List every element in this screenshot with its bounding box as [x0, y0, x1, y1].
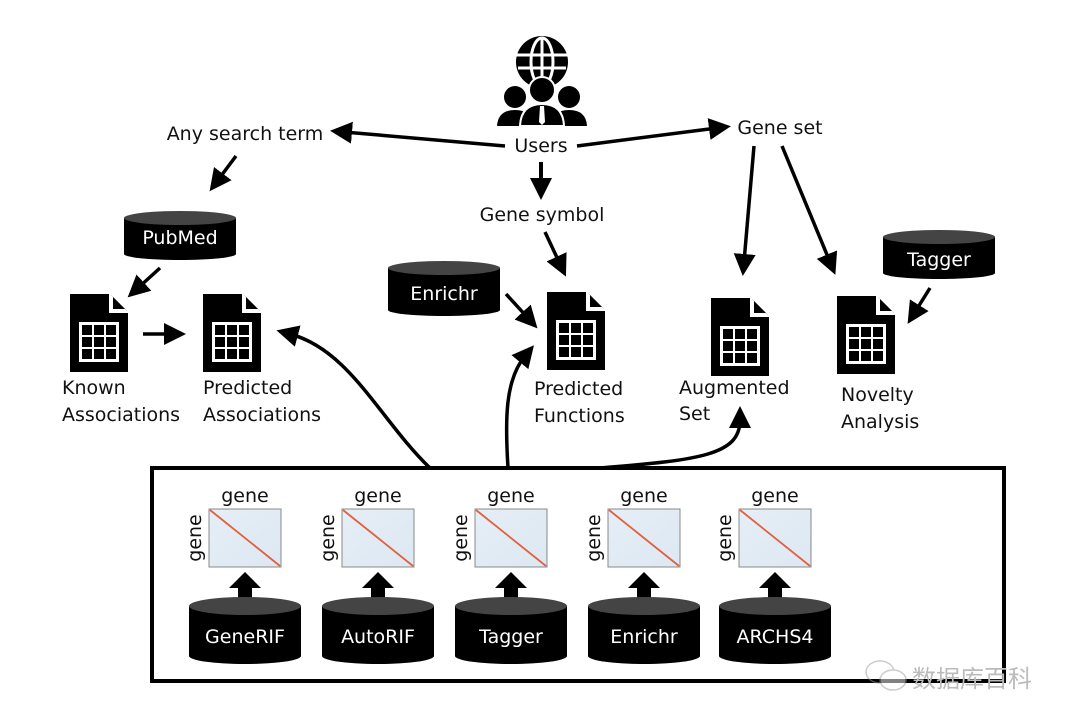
- arrow-genesymbol-to-functions: [543, 231, 567, 277]
- novelty-label-1: Novelty: [841, 384, 914, 406]
- predicted-func-label-2: Functions: [534, 405, 625, 427]
- up-arrow-icon: [229, 572, 261, 598]
- pubmed-label: PubMed: [142, 227, 217, 249]
- matrix-diagonal: [475, 509, 547, 567]
- enrichr-top-label: Enrichr: [410, 283, 478, 305]
- watermark-text: 数据库百科: [912, 665, 1032, 693]
- predicted-func-label-1: Predicted: [534, 378, 623, 400]
- source-database-label: AutoRIF: [341, 626, 415, 648]
- augmented-label-2: Set: [679, 403, 710, 425]
- matrix-y-label: gene: [450, 514, 472, 561]
- arrow-box-to-augmented: [599, 406, 751, 470]
- arrow-search-to-pubmed: [209, 154, 238, 192]
- known-label-1: Known: [62, 377, 126, 399]
- database-icon: [455, 597, 567, 664]
- matrix-x-label: gene: [354, 485, 401, 507]
- wechat-watermark-icon: [865, 660, 907, 691]
- source-database-label: Enrichr: [610, 626, 678, 648]
- predicted-assoc-label-1: Predicted: [203, 377, 292, 399]
- arrow-box-to-predicted-assoc: [276, 325, 432, 470]
- predicted-assoc-label-2: Associations: [203, 404, 321, 426]
- database-icon: [322, 597, 434, 664]
- augmented-label-1: Augmented: [679, 377, 790, 399]
- arrow-users-to-geneset: [576, 118, 731, 148]
- up-arrow-icon: [362, 572, 394, 598]
- matrix-y-label: gene: [583, 514, 605, 561]
- predicted-associations-doc-icon: [202, 293, 262, 373]
- up-arrow-icon: [495, 572, 527, 598]
- matrix-x-label: gene: [487, 485, 534, 507]
- source-database-label: Tagger: [478, 626, 543, 648]
- tagger-database-icon: [883, 230, 995, 279]
- arrow-enrichr-to-functions: [504, 292, 538, 329]
- matrix-y-label: gene: [184, 514, 206, 561]
- novelty-label-2: Analysis: [841, 411, 919, 433]
- gene-set-label: Gene set: [737, 117, 822, 139]
- enrichr-database-icon: [388, 261, 500, 316]
- source-database-label: ARCHS4: [737, 626, 814, 648]
- users-icon: [497, 36, 587, 127]
- matrix-diagonal: [608, 509, 680, 567]
- database-icon: [588, 597, 700, 664]
- matrix-diagonal: [342, 509, 414, 567]
- matrix-y-label: gene: [714, 514, 736, 561]
- up-arrow-icon: [759, 572, 791, 598]
- arrow-users-to-search: [330, 121, 506, 148]
- known-label-2: Associations: [62, 404, 180, 426]
- database-icon: [189, 597, 301, 664]
- matrix-x-label: gene: [620, 485, 667, 507]
- predicted-functions-doc-icon: [546, 291, 606, 371]
- arrow-geneset-to-novelty: [780, 145, 838, 275]
- pubmed-database-icon: [124, 211, 236, 260]
- matrix-diagonal: [739, 509, 811, 567]
- gene-similarity-sources-box: [150, 466, 1006, 683]
- users-label: Users: [514, 135, 567, 157]
- arrow-geneset-to-augmented: [733, 145, 756, 276]
- matrix-x-label: gene: [221, 485, 268, 507]
- matrix-diagonal: [209, 509, 281, 567]
- search-term-label: Any search term: [167, 123, 324, 145]
- source-database-label: GeneRIF: [205, 626, 285, 648]
- up-arrow-icon: [628, 572, 660, 598]
- augmented-set-doc-icon: [710, 297, 770, 377]
- gene-symbol-label: Gene symbol: [480, 204, 605, 226]
- arrow-box-to-predicted-func: [504, 345, 534, 469]
- database-icon: [719, 597, 831, 664]
- matrix-x-label: gene: [751, 485, 798, 507]
- arrow-tagger-to-novelty: [907, 287, 932, 324]
- arrow-pubmed-to-known: [127, 266, 162, 298]
- matrix-y-label: gene: [317, 514, 339, 561]
- known-associations-doc-icon: [69, 293, 129, 373]
- tagger-top-label: Tagger: [906, 249, 971, 271]
- novelty-analysis-doc-icon: [836, 295, 896, 375]
